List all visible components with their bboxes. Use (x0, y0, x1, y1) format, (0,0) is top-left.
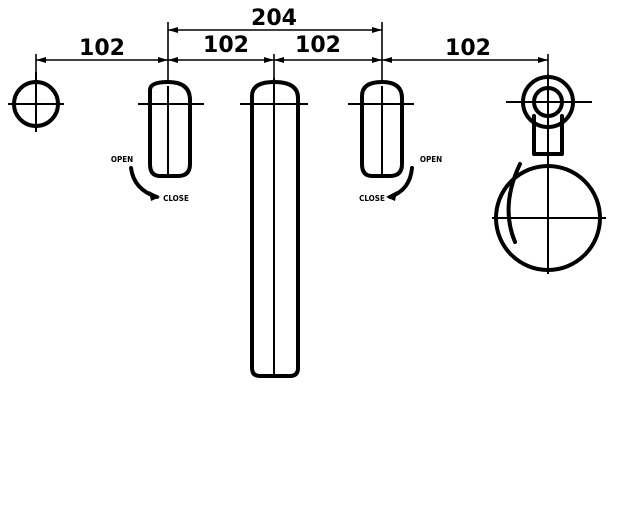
left-close-label: CLOSE (163, 194, 189, 203)
left-open-label: OPEN (111, 155, 133, 164)
side-profile-view (492, 74, 606, 274)
dimension-lines (35, 22, 549, 86)
dimension-left-inner: 102 (203, 33, 249, 58)
dimension-right-outer: 102 (445, 36, 491, 61)
dimension-overall: 204 (251, 6, 297, 31)
right-close-label: CLOSE (359, 194, 385, 203)
left-handle (129, 80, 204, 201)
right-handle (348, 80, 414, 201)
hole-centerline-target (8, 72, 64, 132)
dimension-right-inner: 102 (295, 33, 341, 58)
center-spout (240, 78, 308, 378)
dimension-left-outer: 102 (79, 36, 125, 61)
right-open-label: OPEN (420, 155, 442, 164)
